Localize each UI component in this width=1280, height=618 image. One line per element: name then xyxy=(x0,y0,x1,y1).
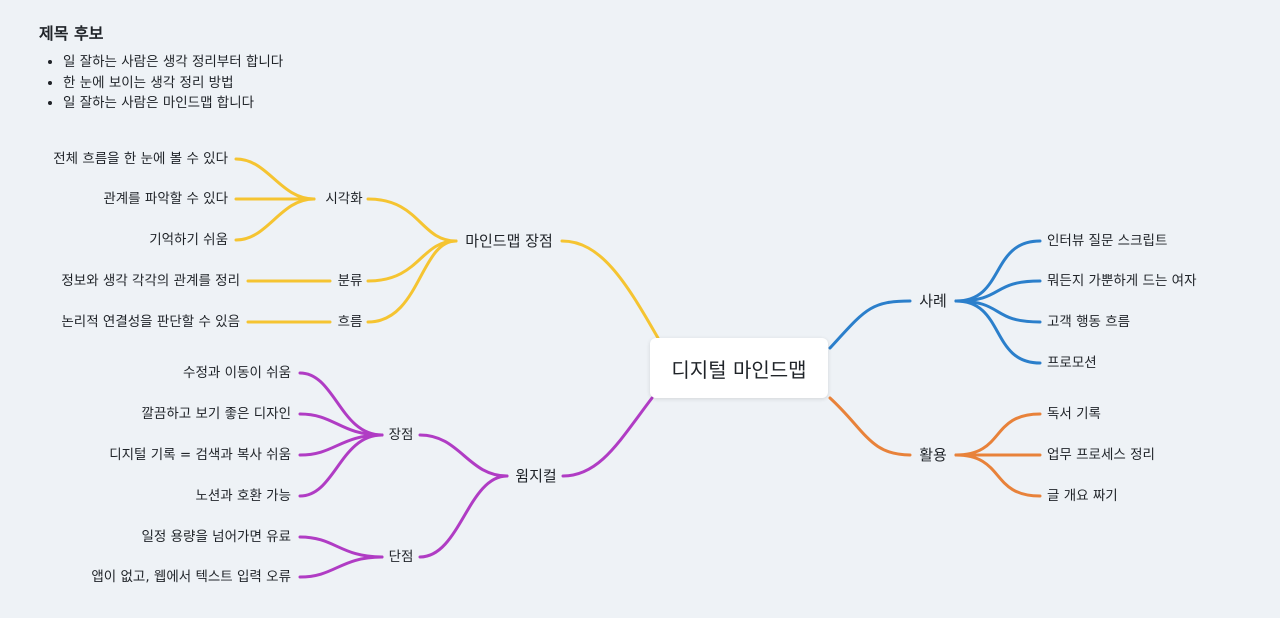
leaf-node[interactable]: 일정 용량을 넘어가면 유료 xyxy=(141,529,292,545)
whimsical-connectors xyxy=(298,371,654,579)
note-title: 제목 후보 xyxy=(39,24,104,43)
subtopic-flow[interactable]: 흐름 xyxy=(337,314,363,330)
leaf-node[interactable]: 앱이 없고, 웹에서 텍스트 입력 오류 xyxy=(91,569,291,585)
leaf-node[interactable]: 디지털 기록 = 검색과 복사 쉬움 xyxy=(109,447,291,463)
topic-whimsical[interactable]: 윔지컬 xyxy=(515,467,557,485)
note-item: 일 잘하는 사람은 생각 정리부터 합니다 xyxy=(63,52,283,73)
leaf-node[interactable]: 전체 흐름을 한 눈에 볼 수 있다 xyxy=(53,151,228,167)
leaf-node[interactable]: 관계를 파악할 수 있다 xyxy=(103,191,228,207)
leaf-node[interactable]: 독서 기록 xyxy=(1047,406,1101,422)
subtopic-visual[interactable]: 시각화 xyxy=(325,191,363,207)
topic-advantages[interactable]: 마인드맵 장점 xyxy=(465,232,553,250)
central-topic-node[interactable]: 디지털 마인드맵 xyxy=(650,338,828,398)
subtopic-pros[interactable]: 장점 xyxy=(388,427,414,443)
leaf-node[interactable]: 업무 프로세스 정리 xyxy=(1047,447,1155,463)
leaf-node[interactable]: 뭐든지 가뿐하게 드는 여자 xyxy=(1047,273,1197,289)
leaf-node[interactable]: 글 개요 짜기 xyxy=(1047,488,1118,504)
leaf-node[interactable]: 고객 행동 흐름 xyxy=(1047,314,1131,330)
central-topic-label: 디지털 마인드맵 xyxy=(671,357,807,382)
leaf-node[interactable]: 기억하기 쉬움 xyxy=(149,232,228,248)
leaf-node[interactable]: 깔끔하고 보기 좋은 디자인 xyxy=(141,406,292,422)
note-list: 일 잘하는 사람은 생각 정리부터 합니다 한 눈에 보이는 생각 정리 방법 … xyxy=(39,52,283,114)
leaf-node[interactable]: 정보와 생각 각각의 관계를 정리 xyxy=(61,273,240,289)
usage-connectors xyxy=(828,396,1042,498)
leaf-node[interactable]: 수정과 이동이 쉬움 xyxy=(183,365,291,381)
note-item: 한 눈에 보이는 생각 정리 방법 xyxy=(63,73,283,94)
cases-connectors xyxy=(828,239,1042,365)
advantages-connectors xyxy=(234,157,660,340)
leaf-node[interactable]: 프로모션 xyxy=(1047,355,1097,371)
subtopic-cons[interactable]: 단점 xyxy=(388,549,414,565)
subtopic-classify[interactable]: 분류 xyxy=(337,273,363,289)
leaf-node[interactable]: 노션과 호환 가능 xyxy=(195,488,291,504)
leaf-node[interactable]: 인터뷰 질문 스크립트 xyxy=(1047,233,1168,249)
leaf-node[interactable]: 논리적 연결성을 판단할 수 있음 xyxy=(61,314,240,330)
topic-usage[interactable]: 활용 xyxy=(919,446,947,464)
topic-cases[interactable]: 사례 xyxy=(919,292,947,310)
note-item: 일 잘하는 사람은 마인드맵 합니다 xyxy=(63,93,283,114)
title-candidates-note: 제목 후보 일 잘하는 사람은 생각 정리부터 합니다 한 눈에 보이는 생각 … xyxy=(39,20,283,114)
